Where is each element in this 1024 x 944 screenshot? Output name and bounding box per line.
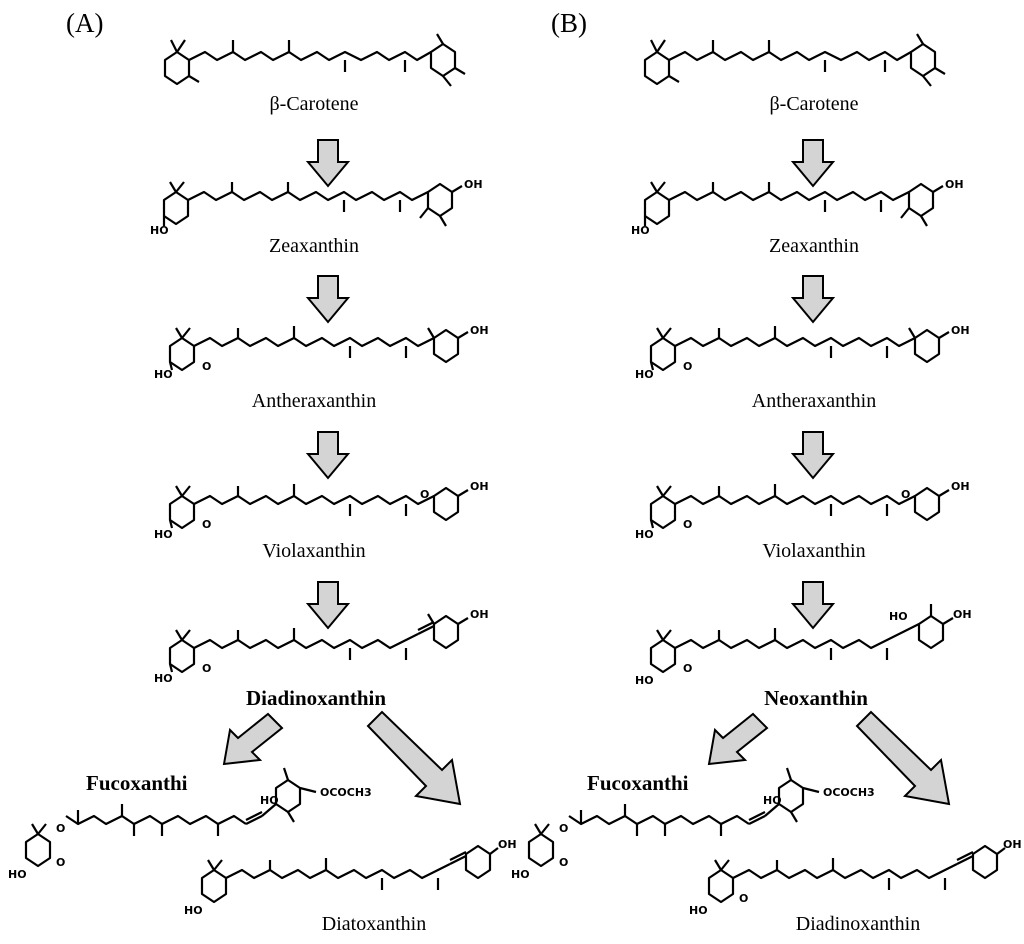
- svg-text:O: O: [901, 488, 910, 501]
- zeaxanthin-structure: HO OH: [631, 178, 964, 237]
- svg-text:O: O: [559, 822, 568, 835]
- beta-carotene-structure: [643, 33, 946, 87]
- antheraxanthin-structure: HO O OH: [635, 324, 970, 381]
- svg-text:OH: OH: [945, 178, 964, 191]
- svg-text:HO: HO: [154, 368, 173, 381]
- compound-name-diadinoxanthin: Diadinoxanthin: [245, 686, 387, 710]
- violaxanthin-structure: HO O O OH: [635, 480, 970, 541]
- pathway-arrow-down: [790, 431, 836, 480]
- compound-name-fucoxanthin: Fucoxanthi: [587, 771, 689, 795]
- svg-text:HO: HO: [154, 528, 173, 541]
- svg-text:HO: HO: [154, 672, 173, 685]
- svg-text:HO: HO: [635, 674, 654, 687]
- pathway-arrow-down: [305, 581, 351, 630]
- compound-name-antheraxanthin: Antheraxanthin: [251, 390, 377, 412]
- svg-text:HO: HO: [260, 794, 279, 807]
- svg-text:OH: OH: [953, 608, 972, 621]
- panel-a: (A) β-Carotene HO OH Zeaxanthin HO O: [8, 8, 517, 935]
- diadinoxanthin-structure: HO O OH: [689, 838, 1022, 917]
- compound-name-diadinoxanthin: Diadinoxanthin: [795, 913, 921, 935]
- antheraxanthin-structure: HO O OH: [154, 324, 489, 381]
- zeaxanthin-structure: HO OH: [150, 178, 483, 237]
- diatoxanthin-structure: HO OH: [184, 838, 517, 917]
- svg-text:O: O: [683, 518, 692, 531]
- compound-name-fucoxanthin: Fucoxanthi: [86, 771, 188, 795]
- compound-name-antheraxanthin: Antheraxanthin: [751, 390, 877, 412]
- svg-text:HO: HO: [8, 868, 27, 881]
- svg-text:OH: OH: [464, 178, 483, 191]
- violaxanthin-structure: HO O O OH: [154, 480, 489, 541]
- neoxanthin-structure: HO O HO OH: [635, 604, 972, 687]
- pathway-arrow-down: [790, 139, 836, 188]
- svg-text:HO: HO: [635, 368, 654, 381]
- fucoxanthin-structure: HO OCOCH3 O HO O: [8, 767, 372, 881]
- compound-name-zeaxanthin: Zeaxanthin: [769, 235, 859, 257]
- compound-name-neoxanthin: Neoxanthin: [764, 686, 868, 710]
- fucoxanthin-structure: HO OCOCH3 O HO O: [511, 767, 875, 881]
- pathway-arrow-down: [790, 581, 836, 630]
- compound-name-diatoxanthin: Diatoxanthin: [321, 913, 427, 935]
- svg-text:O: O: [739, 892, 748, 905]
- svg-text:HO: HO: [689, 904, 708, 917]
- diadinoxanthin-structure: HO O OH: [154, 608, 489, 685]
- panel-b: (B) β-Carotene HO OH Zeaxanthin HO O OH: [505, 0, 1022, 944]
- svg-text:OH: OH: [951, 324, 970, 337]
- svg-text:O: O: [56, 822, 65, 835]
- svg-text:HO: HO: [184, 904, 203, 917]
- pathway-arrow-down: [305, 275, 351, 324]
- svg-text:OCOCH3: OCOCH3: [823, 786, 875, 799]
- compound-name-beta-carotene: β-Carotene: [769, 93, 859, 115]
- svg-text:O: O: [683, 360, 692, 373]
- svg-text:OH: OH: [470, 480, 489, 493]
- compound-name-zeaxanthin: Zeaxanthin: [269, 235, 359, 257]
- pathway-arrow-down-right: [366, 710, 462, 806]
- svg-text:HO: HO: [635, 528, 654, 541]
- svg-text:OH: OH: [498, 838, 517, 851]
- svg-text:OH: OH: [470, 608, 489, 621]
- compound-name-beta-carotene: β-Carotene: [269, 93, 359, 115]
- svg-text:HO: HO: [763, 794, 782, 807]
- svg-text:O: O: [202, 518, 211, 531]
- svg-text:OH: OH: [470, 324, 489, 337]
- pathway-arrow-down-left: [222, 712, 284, 766]
- svg-text:HO: HO: [889, 610, 908, 623]
- pathway-arrow-down: [305, 431, 351, 480]
- panel-label: (A): [66, 8, 104, 38]
- svg-text:OH: OH: [951, 480, 970, 493]
- svg-text:HO: HO: [631, 224, 650, 237]
- svg-text:O: O: [683, 662, 692, 675]
- pathway-arrow-down-left: [707, 712, 769, 766]
- svg-text:OCOCH3: OCOCH3: [320, 786, 372, 799]
- pathway-arrow-down-right: [855, 710, 951, 806]
- svg-text:O: O: [559, 856, 568, 869]
- svg-text:HO: HO: [150, 224, 169, 237]
- compound-name-violaxanthin: Violaxanthin: [262, 540, 366, 562]
- compound-name-violaxanthin: Violaxanthin: [762, 540, 866, 562]
- svg-text:HO: HO: [511, 868, 530, 881]
- svg-text:O: O: [420, 488, 429, 501]
- beta-carotene-structure: [163, 33, 466, 87]
- pathway-arrow-down: [305, 139, 351, 188]
- panel-label: (B): [551, 8, 587, 38]
- svg-text:O: O: [202, 662, 211, 675]
- svg-text:O: O: [202, 360, 211, 373]
- pathway-arrow-down: [790, 275, 836, 324]
- svg-text:O: O: [56, 856, 65, 869]
- svg-text:OH: OH: [1003, 838, 1022, 851]
